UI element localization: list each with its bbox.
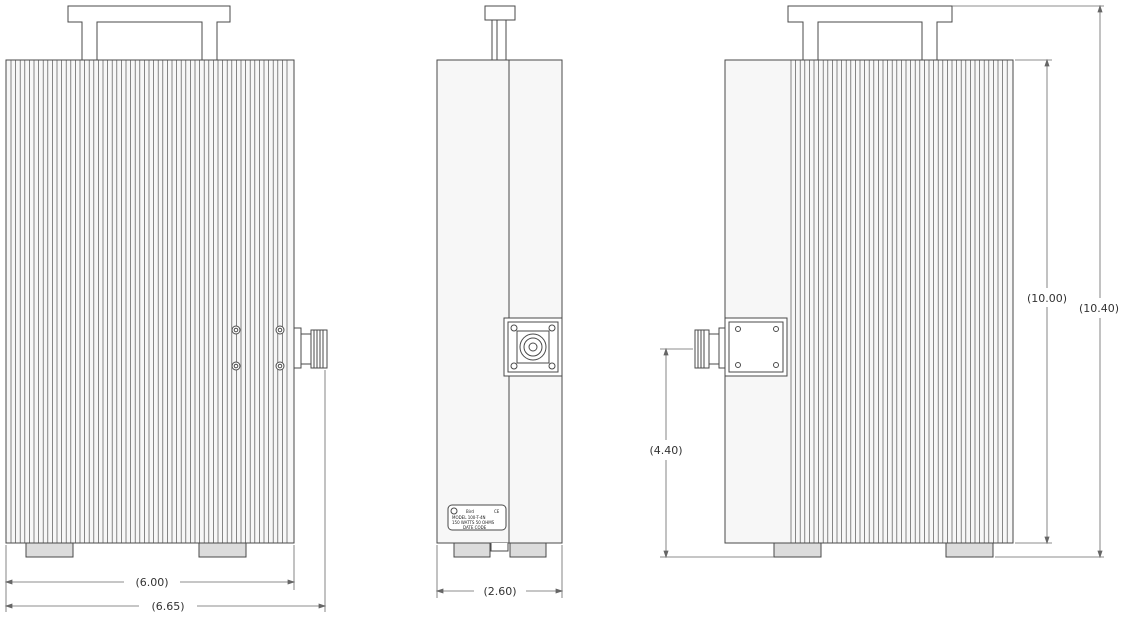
side-foot-left: [453, 542, 491, 558]
side-connector-flange: [503, 317, 563, 377]
dim-width-overall: (6.65): [151, 600, 184, 613]
rear-handle: [787, 5, 953, 61]
rear-connector: [694, 327, 726, 369]
rear-foot-right: [945, 542, 994, 558]
rear-connector-flange: [724, 317, 788, 377]
rear-dimensions: [660, 4, 1104, 559]
side-dimensions: [435, 545, 564, 598]
front-handle: [67, 5, 231, 61]
dim-connector-height: (4.40): [649, 444, 682, 457]
side-handle-cap: [484, 5, 516, 21]
side-handle-post: [491, 19, 507, 61]
nameplate: [447, 504, 507, 531]
dim-height-body: (10.00): [1027, 292, 1067, 305]
front-body: [5, 59, 295, 544]
nameplate-line1: MODEL 100-T-4N: [452, 515, 485, 520]
front-view: [4, 5, 328, 612]
dim-depth: (2.60): [483, 585, 516, 598]
side-body: [436, 59, 563, 544]
side-foot-right: [509, 542, 547, 558]
rear-cooling-fins: [790, 60, 1008, 543]
front-connector: [293, 327, 328, 369]
side-view: [435, 5, 564, 598]
rear-view: [660, 4, 1104, 559]
nameplate-line2: 150 WATTS 50 OHMS: [452, 520, 495, 525]
front-foot-left: [25, 542, 74, 558]
nameplate-line3: DATE CODE: [463, 525, 487, 530]
dim-height-overall: (10.40): [1079, 302, 1119, 315]
front-dimensions: [4, 370, 327, 612]
front-screws: [231, 325, 285, 371]
dim-width-inner: (6.00): [135, 576, 168, 589]
rear-foot-left: [773, 542, 822, 558]
nameplate-mark: CE: [494, 509, 500, 514]
nameplate-brand: Bird: [466, 509, 474, 514]
side-foot-bracket: [490, 543, 509, 552]
front-foot-right: [198, 542, 247, 558]
front-cooling-fins: [10, 60, 288, 543]
